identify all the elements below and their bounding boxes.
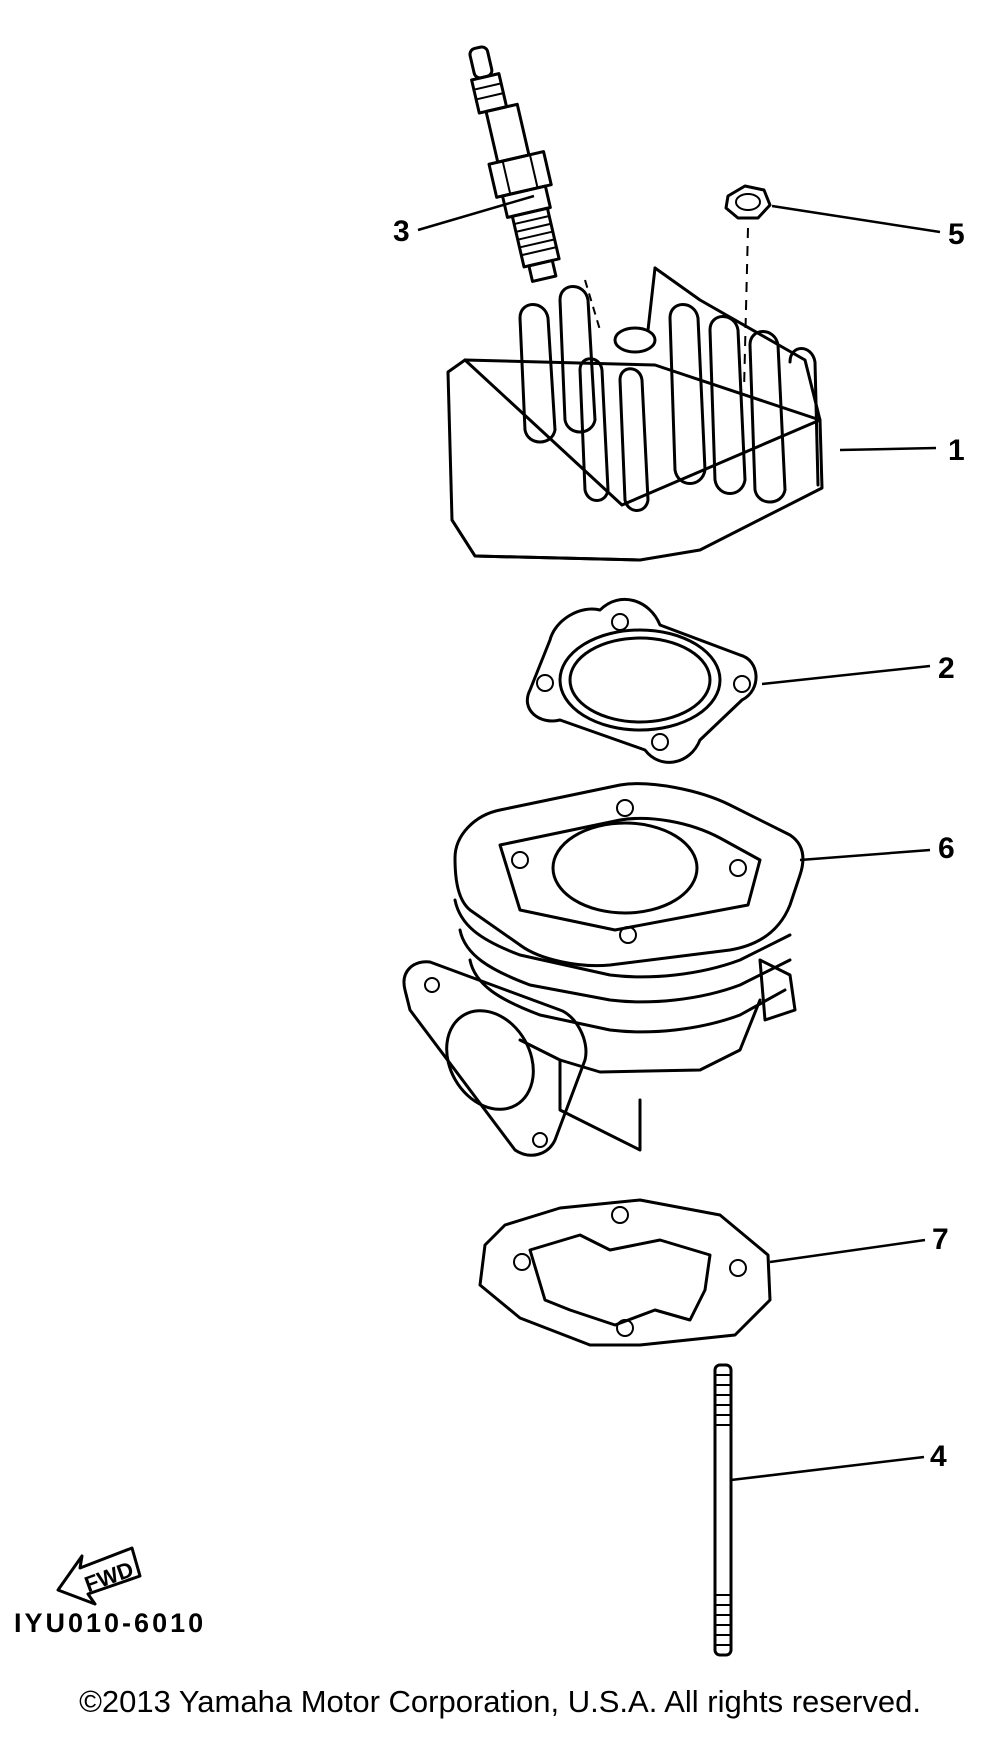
callout-2: 2 xyxy=(938,652,955,685)
leader-line-5 xyxy=(771,204,941,234)
callout-6: 6 xyxy=(938,832,955,865)
callout-4: 4 xyxy=(930,1440,947,1473)
cylinder xyxy=(402,782,805,1157)
fwd-label: FWD xyxy=(81,1556,137,1597)
callout-5: 5 xyxy=(948,218,965,251)
callout-7: 7 xyxy=(932,1223,949,1256)
callout-3: 3 xyxy=(393,215,410,248)
fwd-arrow-icon: FWD xyxy=(56,1546,142,1606)
spark-plug xyxy=(468,45,601,331)
leader-line-2 xyxy=(761,664,931,686)
leader-line-3 xyxy=(417,194,535,232)
stud-bolt xyxy=(713,1363,733,1657)
leader-line-6 xyxy=(799,848,931,862)
copyright-notice: ©2013 Yamaha Motor Corporation, U.S.A. A… xyxy=(79,1684,921,1719)
cylinder-head xyxy=(446,266,824,562)
base-gasket xyxy=(478,1198,772,1347)
head-gasket xyxy=(525,597,758,764)
leader-line-1 xyxy=(839,446,937,452)
diagram-code: IYU010-6010 xyxy=(14,1608,207,1638)
leader-line-4 xyxy=(730,1455,925,1482)
leader-line-7 xyxy=(769,1238,926,1264)
callout-1: 1 xyxy=(948,434,965,467)
nut xyxy=(724,184,772,391)
